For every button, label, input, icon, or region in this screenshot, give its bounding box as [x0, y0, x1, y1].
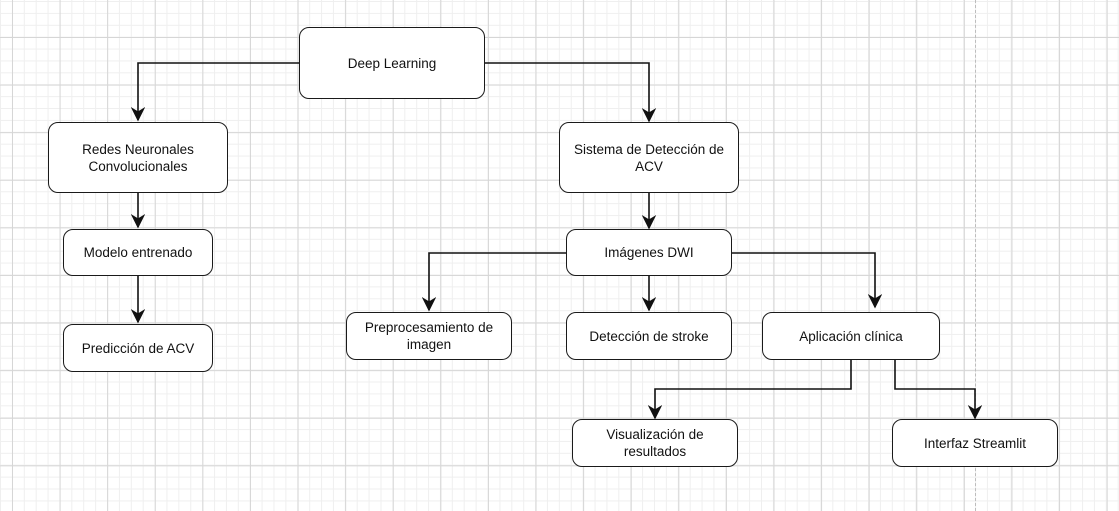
node-modelo-entrenado[interactable]: Modelo entrenado: [63, 229, 213, 276]
edge-deep-learning-to-sistema: [485, 62, 657, 123]
node-visualizacion-resultados[interactable]: Visualización de resultados: [572, 419, 738, 467]
edge-deep-learning-to-cnn: [130, 62, 299, 122]
node-label: Visualización de resultados: [606, 427, 704, 459]
edge-dwi-to-aplicacion: [732, 252, 883, 309]
node-deep-learning[interactable]: Deep Learning: [299, 27, 485, 99]
node-label: Modelo entrenado: [83, 245, 193, 260]
edge-aplicacion-to-visualizacion: [647, 359, 852, 420]
node-preprocesamiento-imagen[interactable]: Preprocesamiento de imagen: [346, 312, 512, 360]
node-label: Imágenes DWI: [604, 245, 694, 260]
edge-aplicacion-to-streamlit: [894, 359, 983, 420]
node-label: Sistema de Detección de ACV: [573, 141, 725, 174]
node-imagenes-dwi[interactable]: Imágenes DWI: [566, 229, 732, 276]
node-label: Aplicación clínica: [799, 328, 903, 344]
node-label: Redes Neuronales Convolucionales: [82, 141, 194, 174]
node-sistema-deteccion-acv[interactable]: Sistema de Detección de ACV: [559, 122, 739, 193]
node-label: Predicción de ACV: [81, 340, 195, 356]
node-label: Interfaz Streamlit: [923, 435, 1027, 451]
edge-dwi-to-preproc: [421, 252, 566, 312]
node-deteccion-stroke[interactable]: Detección de stroke: [566, 312, 732, 360]
node-label: Detección de stroke: [589, 328, 709, 344]
node-aplicacion-clinica[interactable]: Aplicación clínica: [762, 312, 940, 360]
node-interfaz-streamlit[interactable]: Interfaz Streamlit: [892, 419, 1058, 467]
node-prediccion-acv[interactable]: Predicción de ACV: [63, 324, 213, 372]
node-redes-neuronales-convolucionales[interactable]: Redes Neuronales Convolucionales: [48, 122, 228, 193]
node-label: Deep Learning: [347, 55, 437, 71]
node-label: Preprocesamiento de imagen: [364, 320, 494, 352]
page-break-line: [975, 0, 976, 511]
